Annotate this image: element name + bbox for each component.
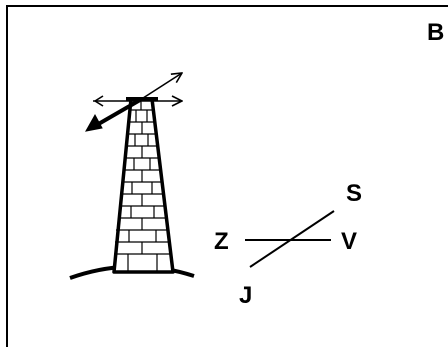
compass-label-south: J bbox=[239, 282, 252, 309]
compass-label-north: S bbox=[346, 180, 362, 207]
tower-icon bbox=[112, 97, 175, 274]
tower-bricks bbox=[114, 99, 171, 272]
panel-label: B bbox=[427, 19, 444, 46]
wind-arrows-icon bbox=[85, 73, 182, 132]
compass-north-south-line bbox=[249, 210, 335, 268]
panel-frame bbox=[6, 5, 448, 347]
compass-label-east: V bbox=[341, 228, 357, 255]
compass-rose bbox=[245, 210, 335, 268]
compass-label-west: Z bbox=[214, 228, 229, 255]
